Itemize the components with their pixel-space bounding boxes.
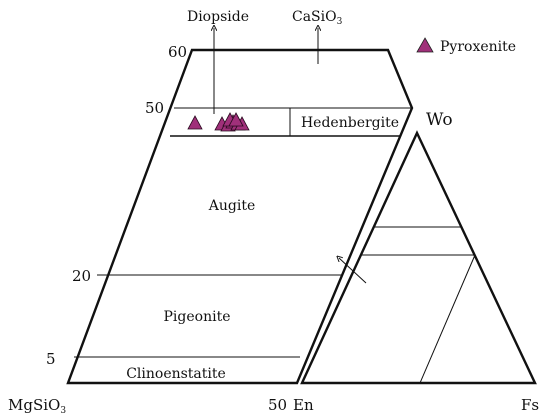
tick-20: 20 — [72, 267, 91, 285]
field-pigeonite: Pigeonite — [164, 309, 231, 325]
inset-diagonal-line — [419, 254, 476, 384]
sample-point — [187, 115, 203, 130]
wo-label: Wo — [426, 110, 453, 130]
mgsio3-label: MgSiO3 — [8, 396, 66, 416]
sample-point — [228, 112, 244, 127]
tick-5: 5 — [46, 350, 56, 368]
en-label: En — [293, 396, 314, 414]
field-hedenbergite: Hedenbergite — [301, 115, 399, 131]
tick-60: 60 — [168, 43, 187, 61]
tick-50-left: 50 — [145, 99, 164, 117]
sample-points — [187, 112, 250, 132]
field-clinoenstatite: Clinoenstatite — [126, 366, 226, 382]
field-augite: Augite — [208, 198, 255, 214]
quadrilateral-outline — [66, 48, 414, 385]
fs-label: Fs — [521, 396, 539, 414]
inset-pointer-arrow — [339, 258, 367, 284]
tick-50-bottom: 50 — [268, 396, 287, 414]
legend-label: Pyroxenite — [440, 39, 516, 55]
inset-triangle — [300, 130, 537, 385]
legend-marker — [416, 37, 434, 53]
casio3-label: CaSiO3 — [292, 9, 343, 27]
diopside-label: Diopside — [187, 9, 249, 25]
